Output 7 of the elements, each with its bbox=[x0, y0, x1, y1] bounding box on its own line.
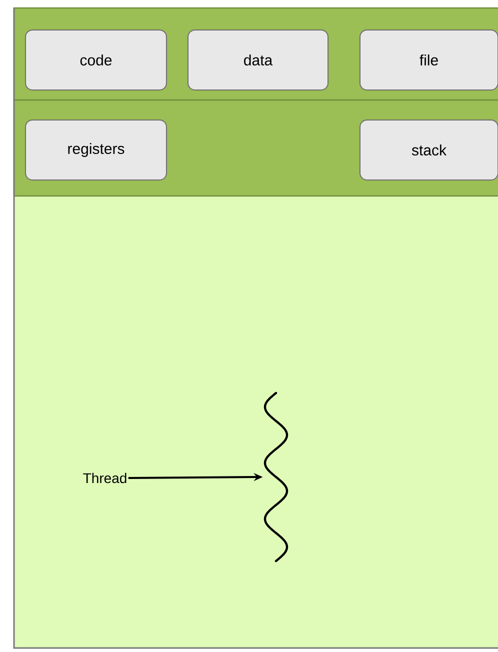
label-box: file bbox=[360, 30, 498, 90]
label-box: data bbox=[188, 30, 328, 90]
thread-label: Thread bbox=[83, 472, 126, 484]
label-box: registers bbox=[25, 120, 167, 180]
label-box: stack bbox=[360, 120, 498, 180]
thread-wave bbox=[264, 392, 288, 562]
label-box: code bbox=[25, 30, 167, 90]
